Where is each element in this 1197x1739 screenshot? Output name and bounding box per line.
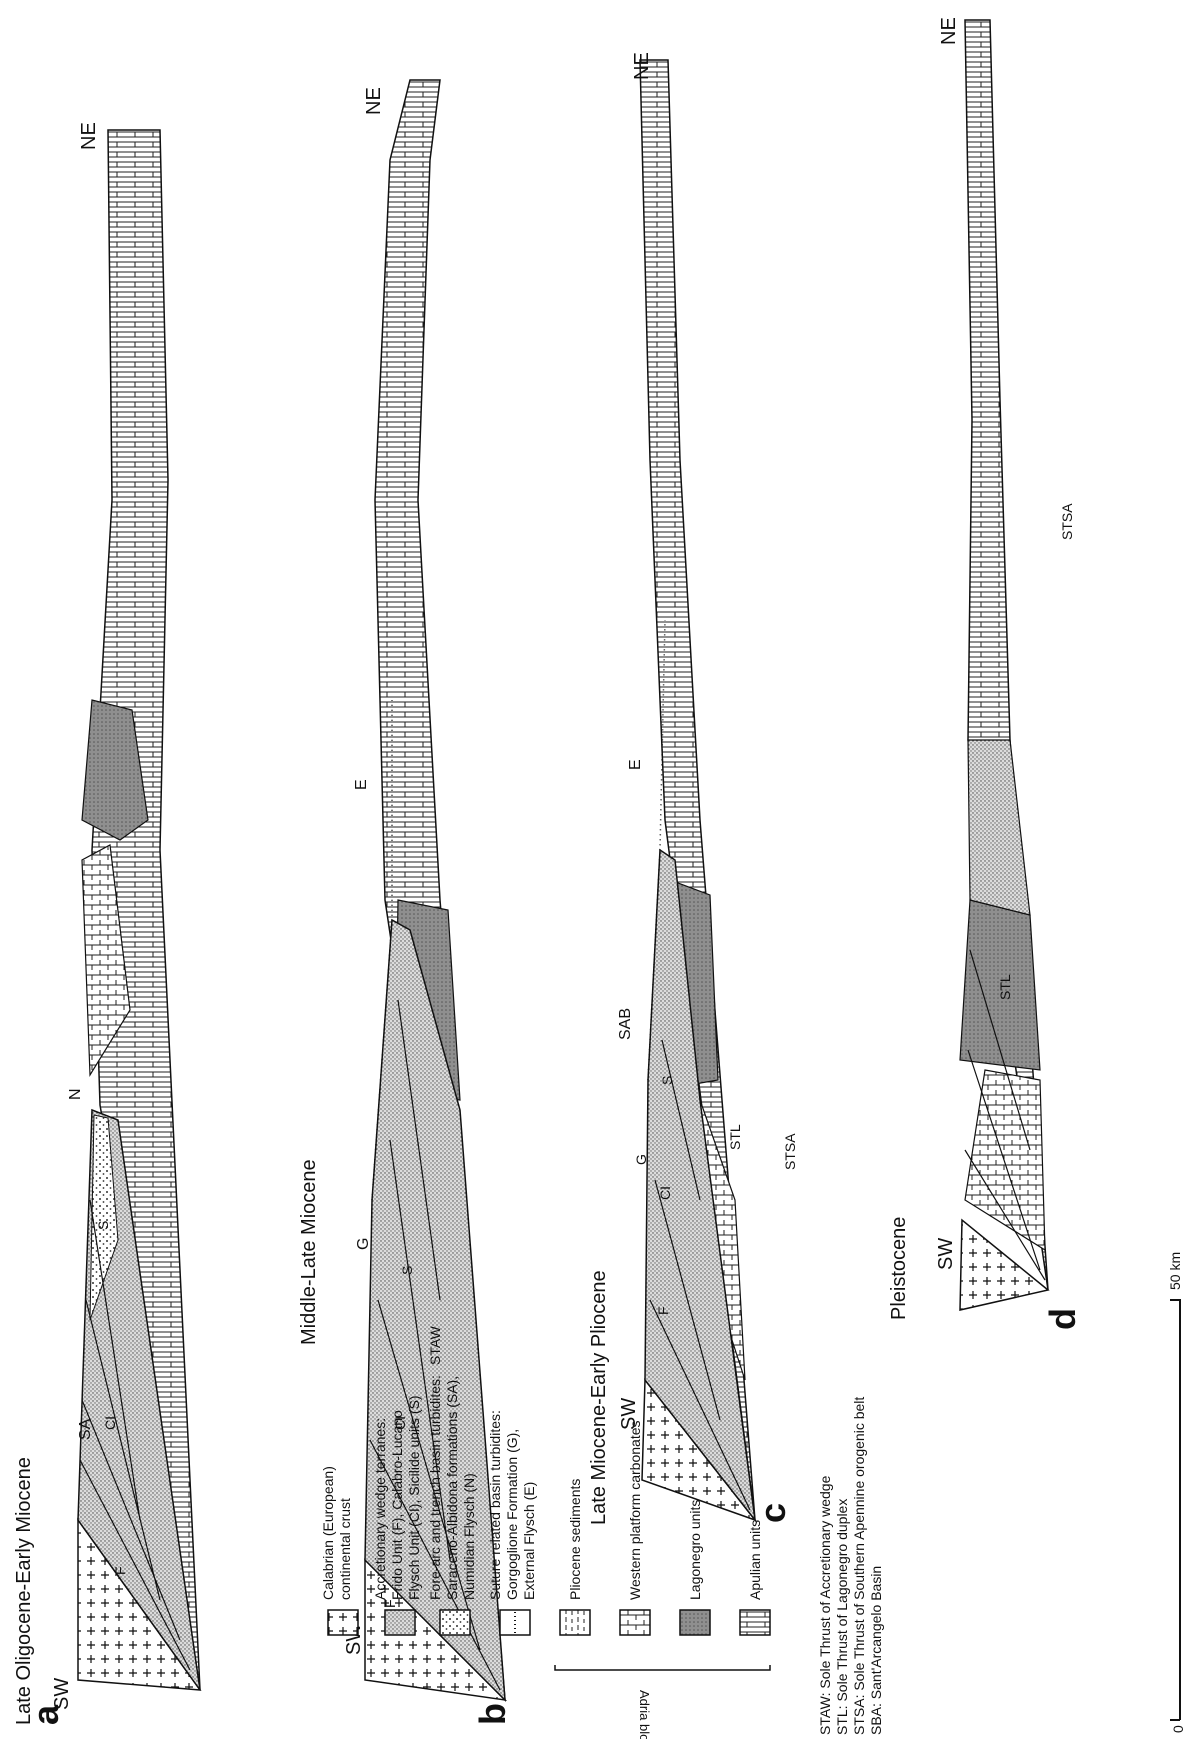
legend-adria-label: Adria block units [637, 1690, 652, 1739]
legend-item-apulian: Apulian units [747, 1520, 763, 1600]
legend-swatch-lagonegro-units [680, 1610, 710, 1635]
legend-item-pliocene: Pliocene sediments [567, 1479, 583, 1600]
panel-d-unit-stsa: STSA [1059, 503, 1075, 540]
panel-d-sw-label: SW [935, 1238, 957, 1270]
legend-item-forearc-line3: Numidian Flysch (N) [461, 1473, 477, 1600]
panel-a-cross-section [78, 130, 200, 1690]
panel-a-sw-label: SW [51, 1678, 73, 1710]
legend-swatch-apulian-units [740, 1610, 770, 1635]
abbrev-staw: STAW: Sole Thrust of Accretionary wedge [817, 1475, 833, 1735]
panel-b-letter: b [472, 1703, 513, 1725]
legend-item-suture-line3: External Flysch (E) [521, 1482, 537, 1600]
legend-item-platform: Western platform carbonates [627, 1421, 643, 1601]
panel-a-ne-label: NE [78, 122, 100, 150]
legend-swatch-platform-carbonates [620, 1610, 650, 1635]
legend-item-forearc-line1: Fore-arc and trench basin turbidites: [427, 1375, 443, 1600]
panel-b-title: Middle-Late Miocene [298, 1159, 320, 1345]
legend-item-wedge-line1: Accretionary wedge terranes: [372, 1418, 388, 1600]
legend-swatch-fore-arc-turbidites [440, 1610, 470, 1635]
panel-b-ne-label: NE [363, 87, 385, 115]
panel-b-unit-g: G [355, 1238, 372, 1250]
panel-b-unit-s: S [399, 1266, 415, 1275]
abbrev-stsa: STSA: Sole Thrust of Southern Apennine o… [851, 1397, 867, 1735]
panel-c-cross-section [640, 60, 755, 1520]
legend-item-wedge-line3: Flysch Unit (CI), Sicilide units (S) [406, 1395, 422, 1600]
panel-c-unit-g: G [633, 1154, 649, 1165]
panel-c-unit-stsa: STSA [782, 1133, 798, 1170]
panel-c-ne-label: NE [631, 52, 653, 80]
panel-d-unit-stl: STL [997, 974, 1013, 1000]
panel-a-title: Late Oligocene-Early Miocene [13, 1457, 35, 1725]
panel-d-accretionary-wedge [968, 740, 1030, 915]
panel-d-ne-label: NE [938, 17, 960, 45]
scale-bar-zero: 0 [1170, 1725, 1186, 1733]
panel-b-unit-e: E [353, 779, 370, 790]
panel-a-unit-sa: SA [77, 1418, 94, 1440]
legend-item-suture-line1: Suture related basin turbidites: [487, 1410, 503, 1600]
panel-a-unit-ci: CI [102, 1416, 118, 1430]
legend-item-lagonegro: Lagonegro units [687, 1500, 703, 1600]
legend-swatch-calabrian-crust [328, 1610, 358, 1635]
panel-c-unit-s: S [659, 1076, 675, 1085]
legend-swatch-suture-turbidites [500, 1610, 530, 1635]
legend-item-calabrian-line2: continental crust [337, 1498, 353, 1600]
abbrev-stl: STL: Sole Thrust of Lagonegro duplex [834, 1499, 850, 1735]
legend-swatch-accretionary-wedge [385, 1610, 415, 1635]
abbreviations: STAW: Sole Thrust of Accretionary wedge … [817, 1397, 884, 1735]
scale-bar-line [1170, 1300, 1180, 1720]
legend-adria-bracket [555, 1665, 770, 1670]
panel-d-cross-section [960, 20, 1048, 1310]
panel-a-unit-s: S [95, 1221, 111, 1230]
scale-bar: 0 50 km [1167, 1252, 1186, 1733]
scale-bar-label: 50 km [1167, 1252, 1183, 1290]
panel-a-unit-n: N [67, 1088, 84, 1100]
legend-item-calabrian-line1: Calabrian (European) [320, 1466, 336, 1600]
panel-d-letter: d [1042, 1308, 1083, 1330]
legend-item-forearc-line2: Saraceno-Albidona formations (SA), [444, 1376, 460, 1600]
legend-item-wedge-line2: Frido Unit (F), Calabro-Lucano [389, 1410, 405, 1600]
panel-c-unit-e: E [627, 759, 644, 770]
panel-c-unit-stl: STL [727, 1124, 743, 1150]
legend-item-suture-line2: Gorgoglione Formation (G), [504, 1429, 520, 1600]
panel-c-unit-ci: CI [657, 1186, 673, 1200]
panel-d-platform-carbonates [965, 1070, 1045, 1250]
legend-swatch-pliocene-sediments [560, 1610, 590, 1635]
abbrev-sba: SBA: Sant'Arcangelo Basin [868, 1566, 884, 1735]
panel-c-unit-sab: SAB [617, 1008, 634, 1040]
panel-c-title: Late Miocene-Early Pliocene [588, 1270, 610, 1525]
panel-a-unit-f: F [112, 1566, 128, 1575]
panel-d-title: Pleistocene [888, 1217, 910, 1320]
panel-b-unit-staw: STAW [427, 1325, 443, 1365]
panel-c-unit-f: F [655, 1306, 671, 1315]
